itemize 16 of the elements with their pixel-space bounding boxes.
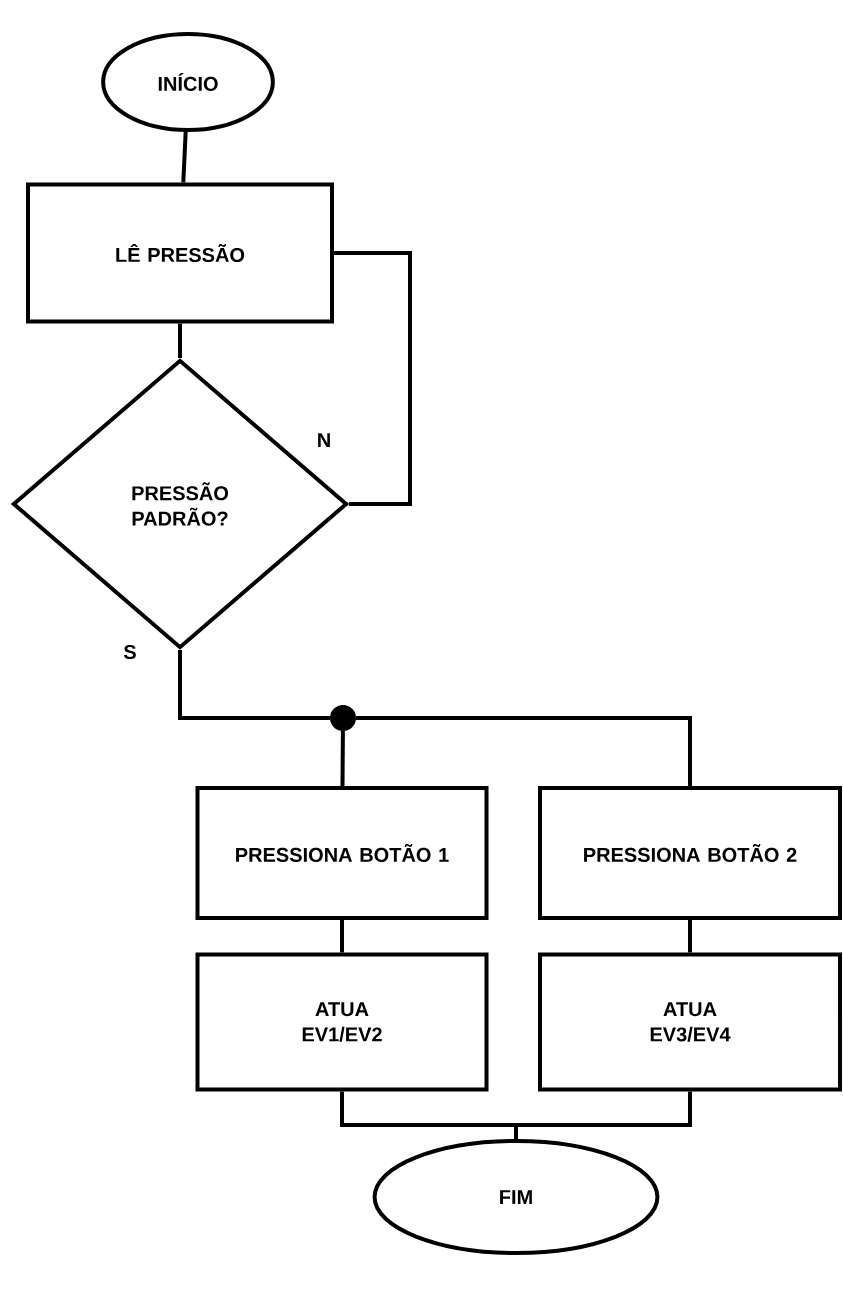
connector-line bbox=[356, 716, 692, 786]
process-box: ATUA EV1/EV2 bbox=[195, 952, 489, 1092]
process-box: PRESSIONA BOTÃO 2 bbox=[538, 786, 842, 920]
connector-line bbox=[340, 731, 345, 787]
connector-line bbox=[688, 920, 692, 953]
process-box: PRESSIONA BOTÃO 1 bbox=[195, 786, 489, 920]
connector-line bbox=[334, 251, 412, 506]
connector-line bbox=[178, 650, 330, 720]
process-box: LÊ PRESSÃO bbox=[26, 182, 334, 324]
connector-line bbox=[178, 323, 182, 358]
connector-line bbox=[340, 920, 344, 953]
connector-line bbox=[514, 1091, 692, 1139]
junction-dot bbox=[330, 705, 356, 731]
edge-label: N bbox=[315, 431, 333, 449]
connector-line bbox=[181, 131, 188, 183]
process-box: ATUA EV3/EV4 bbox=[538, 952, 842, 1092]
